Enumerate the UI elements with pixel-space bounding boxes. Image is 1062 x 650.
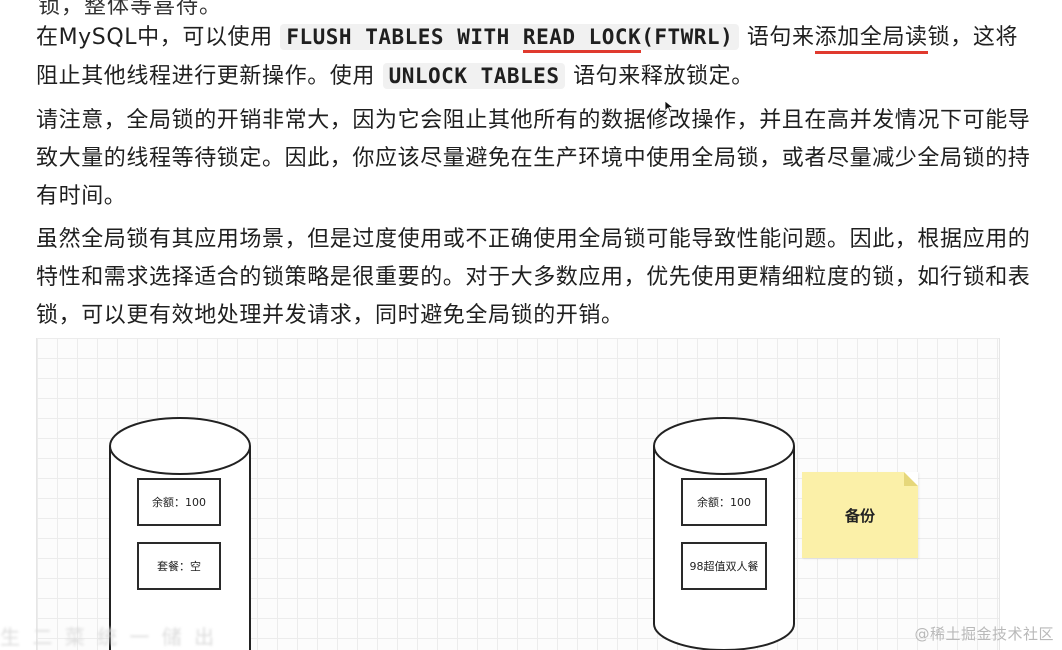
code-flush-part: FLUSH TABLES WITH <box>286 25 523 49</box>
left-database-cylinder-icon <box>109 417 251 650</box>
right-balance-box: 余额：100 <box>681 478 767 526</box>
right-database-cylinder-icon <box>653 417 795 650</box>
p1-seg2: 语句来 <box>739 25 815 50</box>
p1-seg5: 语句来释放锁定。 <box>565 64 754 89</box>
watermark: @稀土掘金技术社区 <box>914 625 1054 643</box>
backup-note-label: 备份 <box>844 506 875 525</box>
left-balance-box: 余额：100 <box>137 478 221 526</box>
note-fold-icon <box>904 472 918 486</box>
code-flush-tables: FLUSH TABLES WITH READ LOCK(FTWRL) <box>280 24 740 53</box>
paragraph-warning: 请注意，全局锁的开销非常大，因为它会阻止其他所有的数据修改操作，并且在高并发情况… <box>36 108 1031 209</box>
paragraph-advice: 虽然全局锁有其应用场景，但是过度使用或不正确使用全局锁可能导致性能问题。因此，根… <box>36 227 1031 328</box>
code-unlock-tables: UNLOCK TABLES <box>382 63 566 89</box>
p1-highlight: 添加全局读 <box>814 25 928 54</box>
code-read-lock: READ LOCK <box>522 25 642 53</box>
clipped-top-line: 锁，整体等喜待。 <box>38 0 223 19</box>
mouse-cursor-icon <box>664 100 674 114</box>
left-meal-box: 套餐：空 <box>137 542 221 590</box>
paragraph-ftwrl: 在MySQL中，可以使用 FLUSH TABLES WITH READ LOCK… <box>36 18 1036 96</box>
p1-seg1: 在MySQL中，可以使用 <box>36 25 281 50</box>
right-meal-box: 98超值双人餐 <box>681 542 767 590</box>
code-ftwrl: (FTWRL) <box>641 25 734 49</box>
p1-seg4: 锁，这将阻止其他线程进行更新操作。使用 <box>36 25 1019 89</box>
backup-sticky-note: 备份 <box>802 472 918 558</box>
bottom-blurred-text: 生 二 菜 统 一 储 出 <box>0 625 218 649</box>
